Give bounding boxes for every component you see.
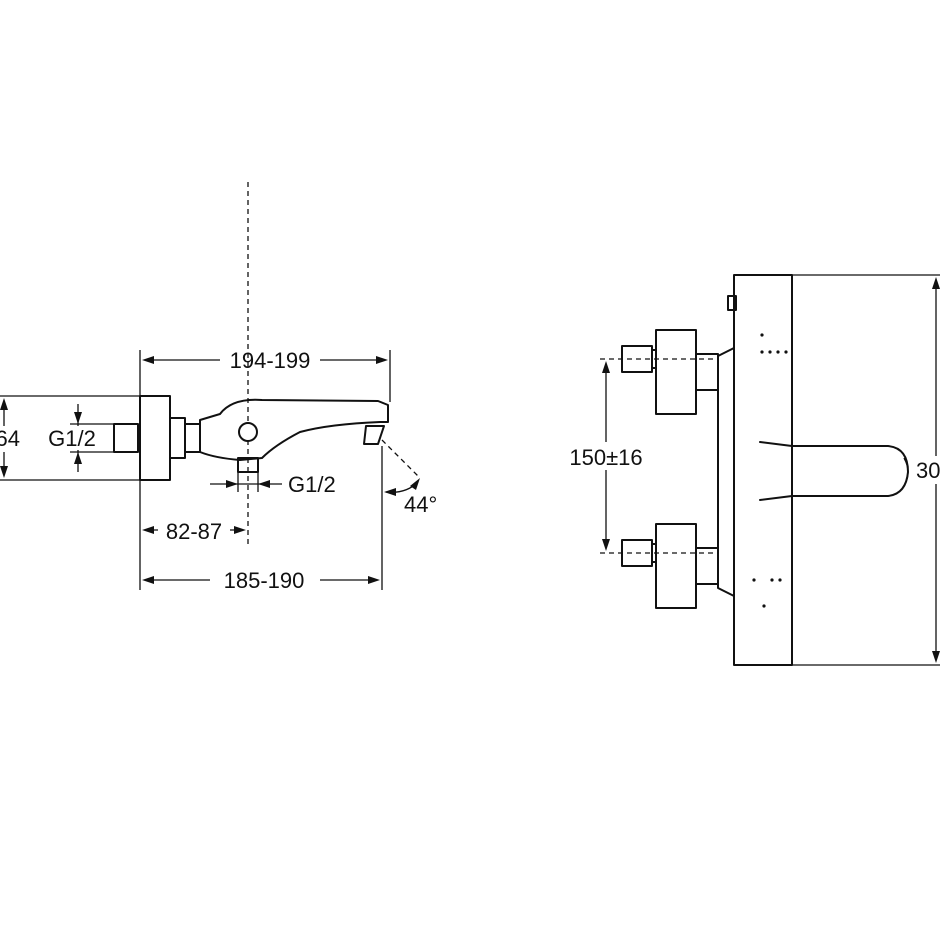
lower-wall-flange xyxy=(655,523,697,609)
upper-connector xyxy=(695,353,719,391)
spout-front xyxy=(791,445,909,497)
scale-marks xyxy=(752,333,788,608)
dim-inlet-thread-label: G1/2 xyxy=(48,426,96,451)
control-knob xyxy=(238,422,258,442)
inlet-nipple xyxy=(113,423,139,453)
front-view: 150±16 30 xyxy=(560,274,940,666)
connector-neck xyxy=(184,423,201,453)
dim-inlet-spacing-label: 150±16 xyxy=(569,445,642,470)
dim-spout-angle-label: 44° xyxy=(404,492,437,517)
wall-flange xyxy=(139,395,171,481)
dim-overall-top-label: 194-199 xyxy=(230,348,311,373)
spout-tip xyxy=(363,425,385,445)
connector-collar xyxy=(169,417,186,459)
dim-overall-bottom-label: 185-190 xyxy=(224,568,305,593)
dim-height-right-label: 30 xyxy=(916,458,940,483)
lower-connector xyxy=(695,547,719,585)
top-tab xyxy=(727,295,737,311)
body-waist xyxy=(717,347,735,597)
dim-height-left-label: 64 xyxy=(0,426,20,451)
dim-outlet-thread-label: G1/2 xyxy=(288,472,336,497)
upper-wall-flange xyxy=(655,329,697,415)
side-view: 194-199 64 G1/2 G1/2 82-87 xyxy=(0,182,437,593)
mixer-body-front xyxy=(733,274,793,666)
dim-center-offset-label: 82-87 xyxy=(166,519,222,544)
mixer-body xyxy=(199,398,389,461)
